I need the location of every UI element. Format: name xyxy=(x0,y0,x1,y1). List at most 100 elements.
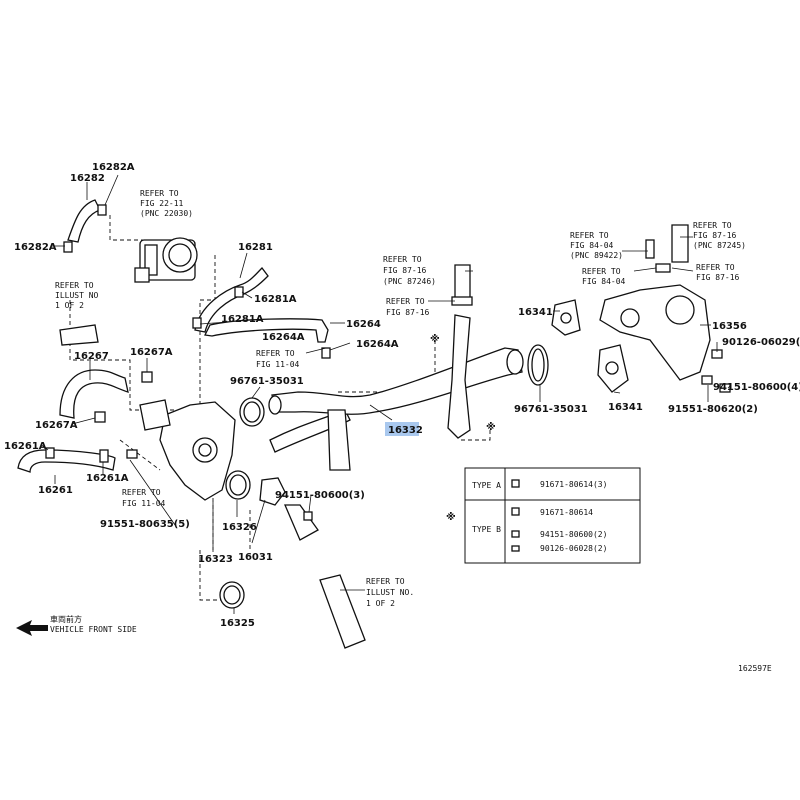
bolt-94151-center[interactable] xyxy=(303,511,313,521)
bracket[interactable] xyxy=(447,314,471,439)
table-row-b1[interactable]: 91671-80614 xyxy=(540,508,593,517)
ref-fig8404a-line1[interactable]: REFER TO xyxy=(570,231,609,240)
ref-illustno-line2[interactable]: ILLUST NO. xyxy=(366,588,414,597)
ref-fig8404b-line1[interactable]: REFER TO xyxy=(582,267,621,276)
ref-illust-line3[interactable]: 1 OF 2 xyxy=(55,301,84,310)
label-96761-left[interactable]: 96761-35031 xyxy=(230,376,304,387)
label-16356[interactable]: 16356 xyxy=(712,321,747,332)
hose-short-16267[interactable] xyxy=(59,324,99,346)
part-labels: 16282A 16282 16282A 16281 16281A 16281A … xyxy=(4,162,800,629)
highlight-16332 xyxy=(385,422,419,436)
hose-16261[interactable] xyxy=(17,449,116,473)
throttle-body[interactable] xyxy=(134,237,198,283)
clamp-16281A-left[interactable] xyxy=(192,317,202,329)
label-16341-top[interactable]: 16341 xyxy=(518,307,553,318)
ref-illust-line1[interactable]: REFER TO xyxy=(55,281,94,290)
label-16326[interactable]: 16326 xyxy=(222,522,257,533)
label-96761-right[interactable]: 96761-35031 xyxy=(514,404,588,415)
label-16261A-left[interactable]: 16261A xyxy=(4,441,47,452)
ref-fig1104b-line2[interactable]: FIG 11-04 xyxy=(122,499,166,508)
marker-top: ※ xyxy=(430,333,440,345)
label-94151-right[interactable]: 94151-80600(4) xyxy=(713,382,800,393)
ref-fig8716b-line2[interactable]: FIG 87-16 xyxy=(386,308,430,317)
clamp-16261A-right[interactable] xyxy=(99,449,109,463)
ref-fig8404a-line2[interactable]: FIG 84-04 xyxy=(570,241,614,250)
table-nut-b2 xyxy=(511,530,520,538)
ref-fig8716c-line2[interactable]: FIG 87-16 xyxy=(693,231,737,240)
table-type-b[interactable]: TYPE B xyxy=(472,525,501,534)
label-16323[interactable]: 16323 xyxy=(198,554,233,565)
bolt-91551-left[interactable] xyxy=(126,449,138,459)
hose-16282[interactable] xyxy=(67,199,101,243)
vehicle-front-indicator: 車両前方 VEHICLE FRONT SIDE xyxy=(16,614,137,636)
table-row-a1[interactable]: 91671-80614(3) xyxy=(540,480,607,489)
ref-illust-line2[interactable]: ILLUST NO xyxy=(55,291,99,300)
ref-fig22-line1[interactable]: REFER TO xyxy=(140,189,179,198)
label-16031[interactable]: 16031 xyxy=(238,552,273,563)
label-16341-bottom[interactable]: 16341 xyxy=(608,402,643,413)
label-16332[interactable]: 16332 xyxy=(388,425,423,436)
label-94151-center[interactable]: 94151-80600(3) xyxy=(275,490,365,501)
hose-16281[interactable] xyxy=(194,267,269,333)
clamp-16267A-top[interactable] xyxy=(141,371,153,383)
label-16281A-left[interactable]: 16281A xyxy=(221,314,264,325)
label-16267A-top[interactable]: 16267A xyxy=(130,347,173,358)
hose-16267[interactable] xyxy=(59,369,129,419)
thermostat-16031[interactable] xyxy=(259,477,319,541)
ref-fig1104a-line2[interactable]: FIG 11-04 xyxy=(256,360,300,369)
clamp-16282A-left[interactable] xyxy=(63,241,73,253)
label-16282[interactable]: 16282 xyxy=(70,173,105,184)
label-16282A-left[interactable]: 16282A xyxy=(14,242,57,253)
label-16267[interactable]: 16267 xyxy=(74,351,109,362)
bolt-91551-right[interactable] xyxy=(701,375,713,385)
ref-fig22-line3[interactable]: (PNC 22030) xyxy=(140,209,193,218)
ref-illustno-line3[interactable]: 1 OF 2 xyxy=(366,599,395,608)
ref-fig8404b-line2[interactable]: FIG 84-04 xyxy=(582,277,626,286)
label-90126-top[interactable]: 90126-06029(4) xyxy=(722,337,800,348)
bolt-94151-right[interactable] xyxy=(719,383,731,393)
ref-fig8716a-line2[interactable]: FIG 87-16 xyxy=(383,266,427,275)
label-16264A-bottom[interactable]: 16264A xyxy=(356,339,399,350)
dashed-leaders xyxy=(69,215,491,618)
ref-fig1104a-line1[interactable]: REFER TO xyxy=(256,349,295,358)
ref-fig1104b-line1[interactable]: REFER TO xyxy=(122,488,161,497)
ref-fig8716b-line1[interactable]: REFER TO xyxy=(386,297,425,306)
label-91551-right[interactable]: 91551-80620(2) xyxy=(668,404,758,415)
label-91551-left[interactable]: 91551-80635(5) xyxy=(100,519,190,530)
ref-fig8716c-line1[interactable]: REFER TO xyxy=(693,221,732,230)
label-16282A-top[interactable]: 16282A xyxy=(92,162,135,173)
clamp-16267A-bottom[interactable] xyxy=(94,411,106,423)
hose-bottom[interactable] xyxy=(319,574,366,649)
hose-16264[interactable] xyxy=(204,318,329,343)
label-16281A-right[interactable]: 16281A xyxy=(254,294,297,305)
table-row-b3[interactable]: 90126-06028(2) xyxy=(540,544,607,553)
ref-fig8716d-line1[interactable]: REFER TO xyxy=(696,263,735,272)
clamp-16281A-right[interactable] xyxy=(234,286,244,298)
table-row-b2[interactable]: 94151-80600(2) xyxy=(540,530,607,539)
ref-fig8716a-line3[interactable]: (PNC 87246) xyxy=(383,277,436,286)
label-16261A-right[interactable]: 16261A xyxy=(86,473,129,484)
hose-top-right[interactable] xyxy=(671,224,689,263)
ref-fig8716d-line2[interactable]: FIG 87-16 xyxy=(696,273,740,282)
clamp-16264A[interactable] xyxy=(321,347,331,359)
label-16264[interactable]: 16264 xyxy=(346,319,381,330)
ref-illustno-line1[interactable]: REFER TO xyxy=(366,577,405,586)
water-pipe-16332[interactable] xyxy=(271,347,523,415)
ref-fig8404a-line3[interactable]: (PNC 89422) xyxy=(570,251,623,260)
label-16264A-top[interactable]: 16264A xyxy=(262,332,305,343)
label-16261[interactable]: 16261 xyxy=(38,485,73,496)
label-16281[interactable]: 16281 xyxy=(238,242,273,253)
ref-fig8716c-line3[interactable]: (PNC 87245) xyxy=(693,241,746,250)
clamp-16282A-top[interactable] xyxy=(97,204,107,216)
ref-fig8716a-line1[interactable]: REFER TO xyxy=(383,255,422,264)
hose-top-center[interactable] xyxy=(454,264,471,301)
label-16325[interactable]: 16325 xyxy=(220,618,255,629)
sensor-top-left[interactable] xyxy=(645,239,655,259)
sensor-nipple[interactable] xyxy=(655,263,671,273)
clamp-16261A-left[interactable] xyxy=(45,447,55,459)
fastener-table: ※ TYPE A TYPE B 91671-80614(3) 91671-806… xyxy=(446,467,641,564)
label-16267A-bottom[interactable]: 16267A xyxy=(35,420,78,431)
table-type-a[interactable]: TYPE A xyxy=(472,481,501,490)
ref-fig22-line2[interactable]: FIG 22-11 xyxy=(140,199,184,208)
